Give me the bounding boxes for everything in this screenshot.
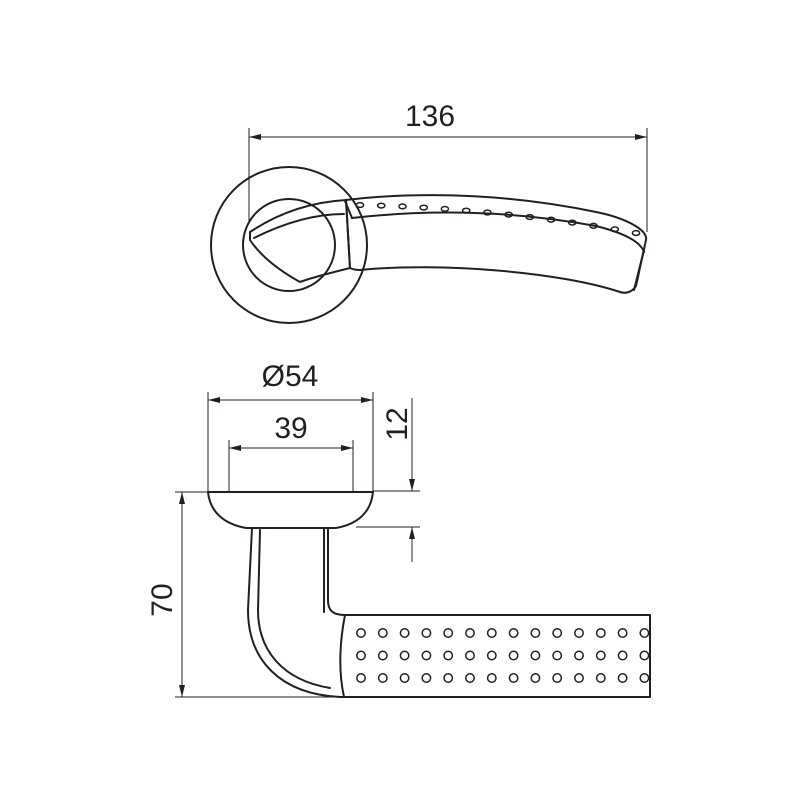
top-dot	[398, 203, 407, 210]
lever-neck-highlight	[253, 213, 345, 239]
arrowhead-left	[208, 397, 220, 403]
top-dot	[525, 213, 535, 221]
side-dot	[552, 650, 563, 661]
rosette-inner	[242, 198, 336, 292]
dimension-rosette-height: 12	[356, 398, 420, 562]
side-dot	[421, 628, 432, 638]
dimension-label-136: 136	[405, 100, 455, 133]
side-dot	[508, 650, 519, 661]
side-dot	[595, 673, 606, 683]
side-dot	[508, 673, 519, 683]
lever-bend-contour	[257, 529, 331, 689]
side-dot	[574, 673, 584, 683]
dimension-label-54: Ø54	[262, 360, 319, 393]
side-dot	[465, 650, 475, 661]
top-dot	[589, 222, 598, 229]
dimension-label-12: 12	[381, 407, 414, 440]
lever-side-profile	[247, 527, 651, 698]
side-dot	[617, 673, 628, 683]
top-dot	[440, 205, 450, 213]
dimension-rosette-inner: 39	[228, 412, 354, 492]
dimension-label-39: 39	[274, 412, 307, 445]
side-dot	[530, 628, 541, 638]
side-dot	[486, 628, 497, 638]
top-dot	[355, 201, 365, 209]
top-dot	[504, 211, 513, 218]
side-dot	[552, 673, 563, 683]
arrowhead-right	[361, 397, 373, 403]
side-dot	[617, 650, 628, 661]
side-dot	[443, 650, 454, 661]
side-dot	[377, 650, 388, 661]
top-dot	[483, 209, 492, 216]
side-dot	[595, 628, 606, 638]
top-dot	[610, 226, 620, 233]
top-dot	[631, 229, 641, 237]
arrowhead-right	[635, 134, 647, 140]
side-dot	[574, 650, 584, 661]
side-dot	[356, 673, 366, 683]
side-dot	[377, 673, 388, 683]
arrowhead-left	[229, 445, 241, 451]
side-dot	[465, 673, 475, 683]
side-dot	[617, 628, 628, 638]
top-dot-pattern	[355, 201, 641, 237]
side-dot	[574, 628, 584, 638]
side-dot	[399, 650, 410, 661]
side-dot	[421, 650, 432, 661]
side-view: Ø54 39 12 70	[146, 360, 651, 698]
lever-grip-edge	[339, 614, 346, 698]
side-dot	[465, 628, 475, 638]
side-dot-pattern	[356, 628, 650, 683]
lever-tip-edge	[633, 249, 645, 291]
lever-insert-edge	[344, 200, 353, 219]
side-dot	[443, 628, 454, 638]
side-dot	[356, 650, 366, 661]
dimension-label-70: 70	[146, 583, 179, 616]
lever-neck	[249, 199, 351, 283]
side-dot	[508, 628, 519, 638]
side-dot	[399, 673, 410, 683]
side-dot	[595, 650, 606, 661]
side-dot	[377, 628, 388, 638]
arrowhead-top	[179, 492, 185, 504]
arrowhead-top	[409, 479, 415, 491]
top-dot	[376, 202, 386, 209]
arrowhead-bottom	[179, 685, 185, 697]
rosette-side-profile	[207, 491, 374, 529]
side-dot	[421, 673, 432, 683]
top-dot	[419, 204, 429, 211]
side-dot	[486, 650, 497, 661]
rosette-outer	[210, 166, 368, 324]
side-dot	[552, 628, 563, 638]
arrowhead-bottom	[409, 527, 415, 539]
dimension-handle-height: 70	[146, 491, 335, 698]
top-dot	[567, 219, 577, 226]
top-dot	[546, 216, 556, 223]
side-dot	[639, 628, 650, 638]
lever-insert-strip	[351, 211, 645, 253]
arrowhead-left	[249, 134, 261, 140]
side-dot	[639, 673, 650, 683]
side-dot	[399, 628, 410, 638]
top-view: 136	[210, 100, 648, 324]
side-dot	[443, 673, 454, 683]
lever-body	[345, 194, 648, 294]
dimension-overall-length: 136	[248, 100, 648, 232]
dimension-rosette-diameter: Ø54	[207, 360, 374, 492]
side-dot	[639, 650, 650, 661]
side-dot	[486, 673, 497, 683]
arrowhead-right	[341, 445, 353, 451]
top-dot	[461, 207, 471, 214]
side-dot	[530, 650, 541, 661]
side-dot	[530, 673, 541, 683]
side-dot	[356, 628, 366, 638]
